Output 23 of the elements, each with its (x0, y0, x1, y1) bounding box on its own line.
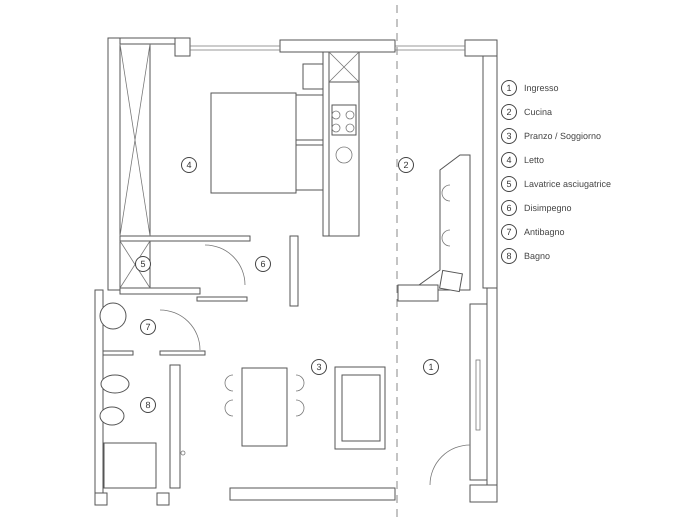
room-name: Lavatrice asciugatrice (524, 178, 612, 190)
callout-number: 8 (140, 397, 156, 413)
callout-number: 4 (501, 152, 517, 168)
callout-number: 6 (255, 256, 271, 272)
room-name: Cucina (524, 106, 552, 118)
room-name: Ingresso (524, 82, 559, 94)
callout-number: 4 (181, 157, 197, 173)
room-name: Letto (524, 154, 544, 166)
room-name: Bagno (524, 250, 550, 262)
room-name: Pranzo / Soggiorno (524, 130, 602, 142)
callout-number: 1 (423, 359, 439, 375)
callout-number: 7 (140, 319, 156, 335)
callout-number: 3 (501, 128, 517, 144)
callout-number: 6 (501, 200, 517, 216)
callout-number: 2 (398, 157, 414, 173)
callout-number: 3 (311, 359, 327, 375)
room-name: Antibagno (524, 226, 565, 238)
callout-number: 2 (501, 104, 517, 120)
callout-number: 5 (501, 176, 517, 192)
room-name: Disimpegno (524, 202, 572, 214)
callout-number: 8 (501, 248, 517, 264)
callout-number: 7 (501, 224, 517, 240)
callout-number: 1 (501, 80, 517, 96)
